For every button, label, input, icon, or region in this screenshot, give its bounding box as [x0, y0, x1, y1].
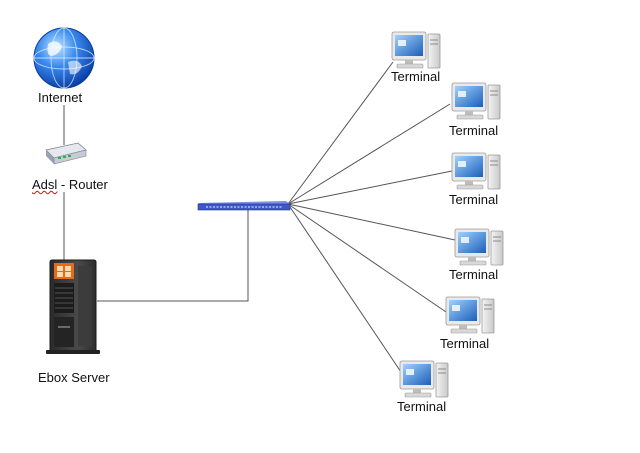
- server-tower-icon: [46, 259, 100, 354]
- adsl-router-icon: [45, 142, 87, 165]
- link-switch-terminal-6: [287, 203, 404, 376]
- terminal-label-2: Terminal: [449, 123, 499, 138]
- terminal-label-3: Terminal: [449, 192, 499, 207]
- link-switch-terminal-4: [287, 203, 456, 241]
- terminal-label-1: Terminal: [391, 69, 441, 84]
- desktop-computer-icon: [454, 228, 504, 266]
- terminal-node-1: [391, 31, 441, 69]
- globe-icon: [33, 27, 95, 89]
- desktop-computer-icon: [445, 296, 495, 334]
- link-switch-terminal-2: [287, 103, 451, 205]
- network-switch-icon: [197, 201, 291, 211]
- connection-lines: [63, 61, 456, 376]
- terminal-node-6: [399, 360, 449, 398]
- router-label: Adsl - Router: [32, 177, 108, 192]
- terminal-node-4: [454, 228, 504, 266]
- terminal-label-6: Terminal: [397, 399, 447, 414]
- terminal-node-3: [451, 152, 501, 190]
- desktop-computer-icon: [391, 31, 441, 69]
- internet-label: Internet: [38, 90, 83, 105]
- router-label-rest: - Router: [57, 177, 108, 192]
- desktop-computer-icon: [399, 360, 449, 398]
- router-label-word: Adsl: [32, 177, 58, 192]
- terminal-label-4: Terminal: [449, 267, 499, 282]
- terminal-label-5: Terminal: [440, 336, 490, 351]
- desktop-computer-icon: [451, 82, 501, 120]
- link-server-switch: [97, 208, 249, 302]
- terminal-node-5: [445, 296, 495, 334]
- server-label: Ebox Server: [38, 370, 110, 385]
- link-switch-terminal-3: [287, 170, 453, 205]
- terminal-node-2: [451, 82, 501, 120]
- link-switch-terminal-1: [287, 61, 394, 205]
- link-switch-terminal-5: [287, 203, 447, 313]
- desktop-computer-icon: [451, 152, 501, 190]
